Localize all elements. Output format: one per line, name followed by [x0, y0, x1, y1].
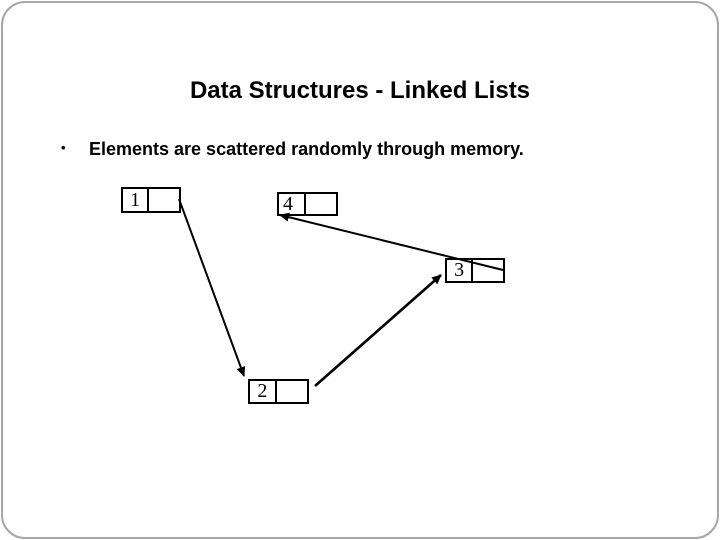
node-3-pointer-cell: [473, 260, 503, 281]
node-1-pointer-cell: [149, 189, 179, 211]
node-1-value-cell: 1: [123, 189, 150, 211]
node-2-pointer-cell: [277, 381, 307, 402]
node-1: 1: [121, 187, 181, 213]
node-4-value-cell: 4: [279, 193, 306, 215]
arrow-1-to-2: [178, 198, 246, 377]
bullet-text: Elements are scattered randomly through …: [89, 139, 524, 159]
arrow-2-to-3: [314, 274, 442, 387]
node-2: 2: [248, 379, 309, 404]
node-3: 3: [445, 258, 505, 283]
bullet-marker: •: [61, 140, 66, 155]
node-3-value-cell: 3: [447, 259, 474, 281]
node-4: 4: [277, 192, 338, 216]
slide-title: Data Structures - Linked Lists: [189, 77, 531, 104]
node-4-pointer-cell: [306, 194, 336, 214]
node-2-value-cell: 2: [250, 380, 277, 402]
